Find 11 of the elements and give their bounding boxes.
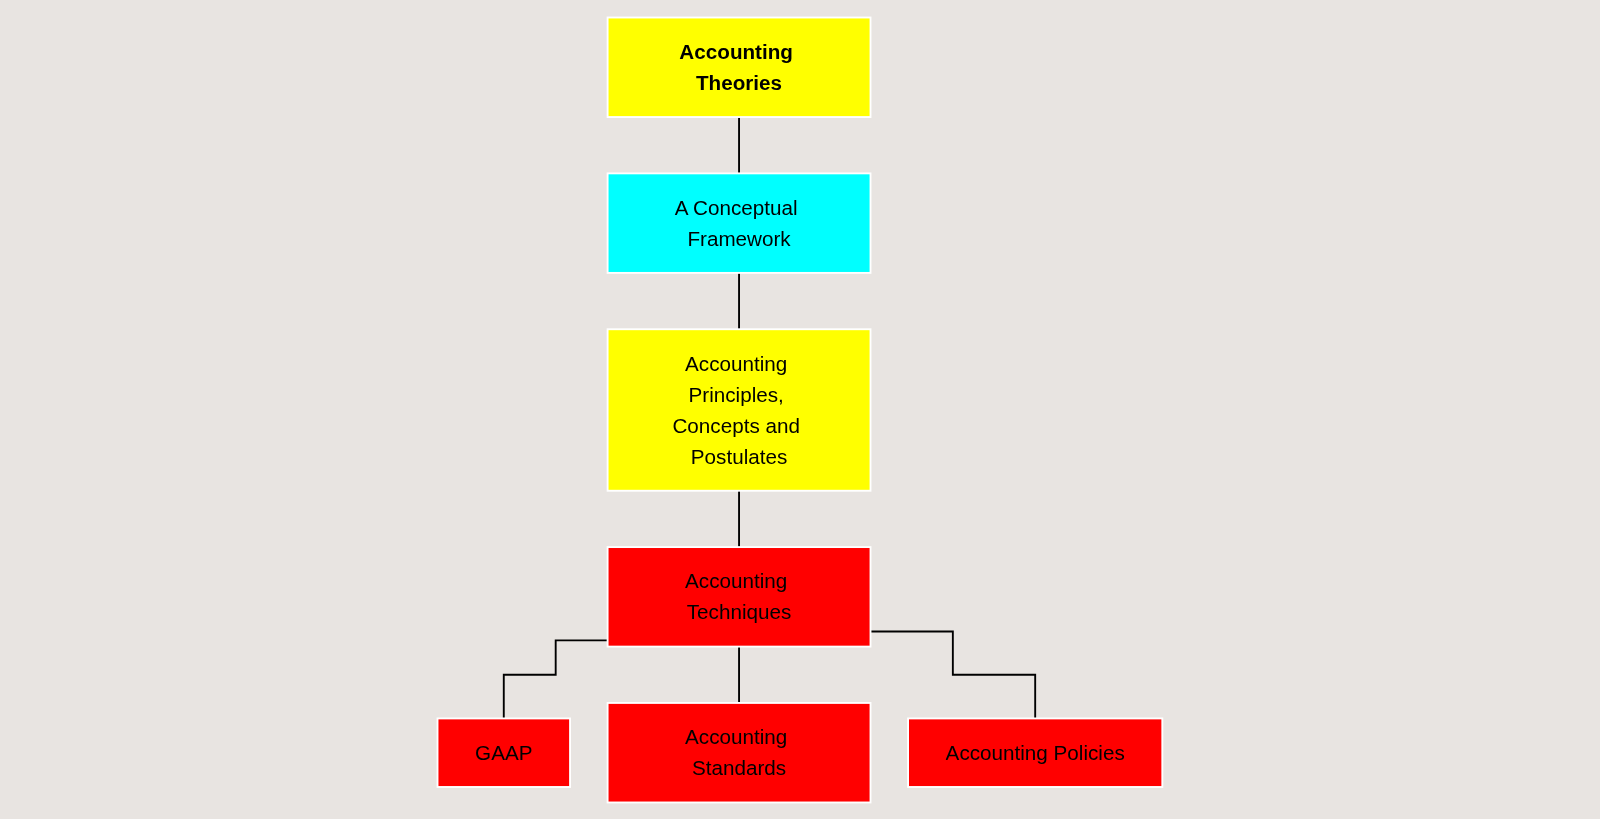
node-box: Accounting Principles, Concepts and Postulates (606, 327, 872, 492)
connector (738, 271, 741, 330)
node-box: Accounting Standards (606, 701, 872, 803)
node-box: Accounting Techniques (606, 545, 872, 648)
node-box: Accounting Theories (606, 16, 872, 118)
connector (738, 645, 741, 704)
node-box: Accounting Policies (907, 717, 1164, 788)
node-box: GAAP (436, 717, 572, 788)
node-box: A Conceptual Framework (606, 171, 872, 274)
connector (738, 115, 741, 174)
connector (738, 489, 741, 548)
